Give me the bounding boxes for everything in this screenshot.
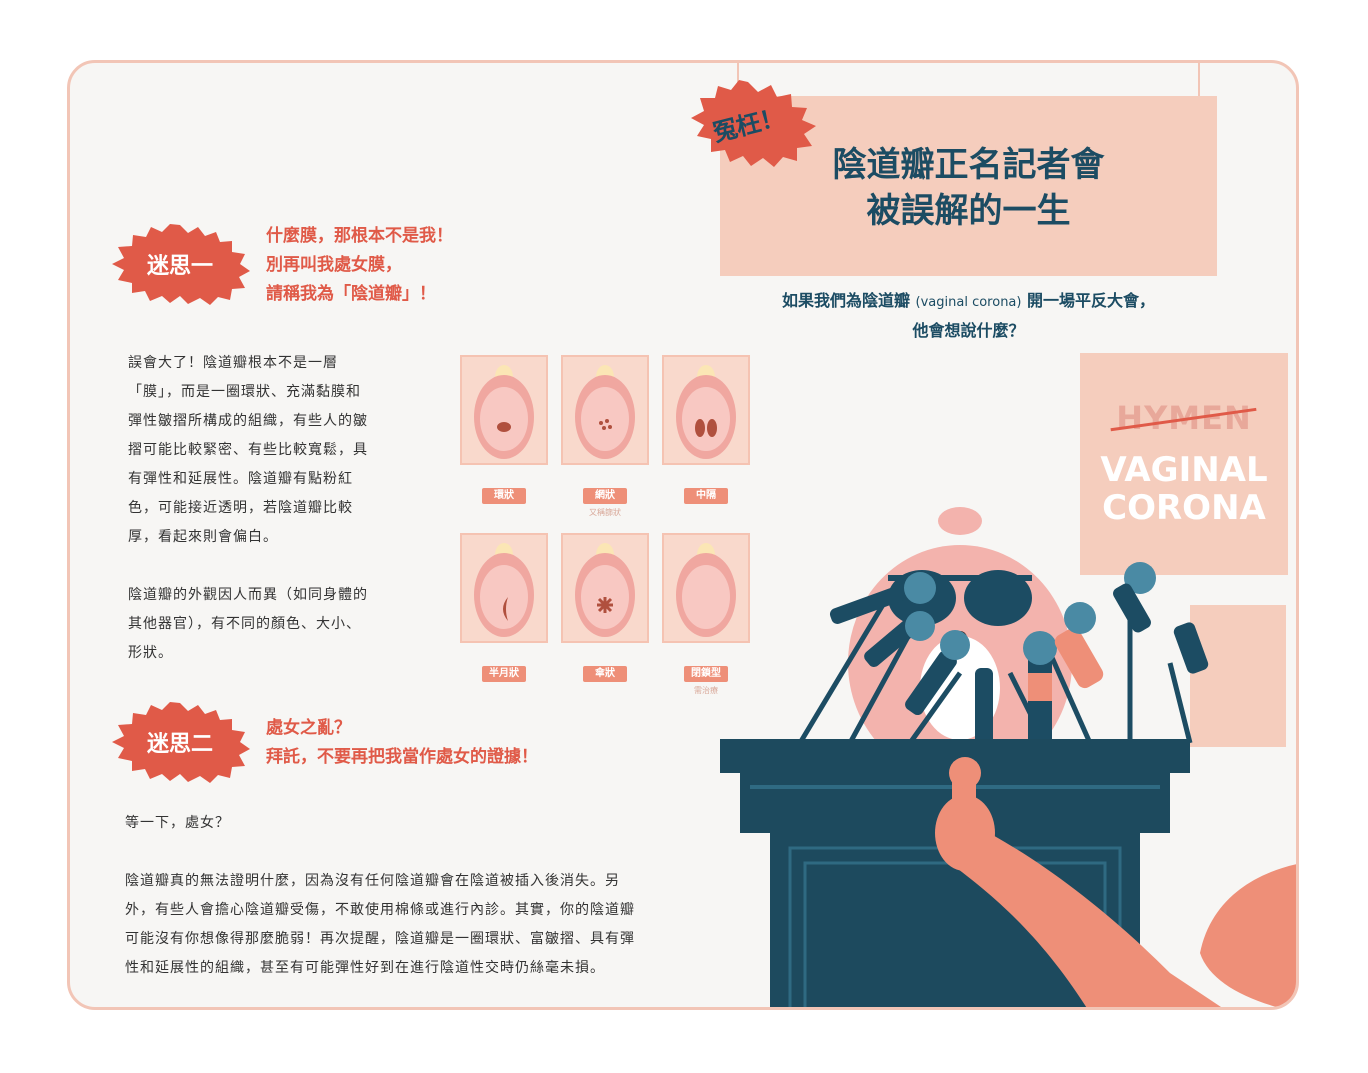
myth2-badge-burst: [112, 702, 250, 783]
diagram-tag: 環狀: [482, 488, 526, 504]
text-line: 其他器官），有不同的顏色、大小、: [128, 616, 361, 632]
text-line: 陰道瓣的外觀因人而異（如同身體的: [128, 587, 368, 603]
poster-title: VAGINAL CORONA: [1080, 451, 1288, 527]
myth1-heading: 什麼膜，那根本不是我！ 別再叫我處女膜， 請稱我為「陰道瓣」！: [266, 222, 453, 309]
text-line: 厚，看起來則會偏白。: [128, 529, 278, 545]
text-line: 「膜」，而是一圈環狀、充滿黏膜和: [128, 384, 361, 400]
text-line: 可能沒有你想像得那麼脆弱！再次提醒，陰道瓣是一圈環狀、富皺摺、具有彈: [125, 931, 635, 947]
text-line: 誤會大了！陰道瓣根本不是一層: [128, 355, 338, 371]
text-line: 色，可能接近透明，若陰道瓣比較: [128, 500, 353, 516]
myth1-heading-line: 別再叫我處女膜，: [266, 255, 402, 275]
diagram-tag: 網狀: [583, 488, 627, 504]
text-line: 摺可能比較緊密、有些比較寬鬆，具: [128, 442, 368, 458]
hanging-wire-left: [737, 63, 739, 99]
subtitle-post: 開一場平反大會，: [1027, 291, 1156, 310]
diagram-tag: 閉鎖型: [684, 666, 728, 682]
myth1-badge-burst: [112, 224, 250, 305]
poster-line-2: CORONA: [1102, 488, 1266, 528]
subtitle-line-1: 如果我們為陰道瓣 (vaginal corona) 開一場平反大會，: [720, 287, 1217, 317]
diagram-tag: 中隔: [684, 488, 728, 504]
poster: HYMEN VAGINAL CORONA: [1080, 353, 1288, 575]
myth2-heading-line: 處女之亂？: [266, 718, 351, 738]
hanging-wire-right: [1198, 63, 1200, 99]
text-line: 陰道瓣真的無法證明什麼，因為沒有任何陰道瓣會在陰道被插入後消失。另: [125, 873, 620, 889]
title-line-1: 陰道瓣正名記者會: [832, 145, 1105, 185]
wall-frame: [1190, 605, 1286, 747]
myth2-intro: 等一下，處女？: [125, 815, 230, 831]
subtitle: 如果我們為陰道瓣 (vaginal corona) 開一場平反大會， 他會想說什…: [720, 287, 1217, 345]
myth2-badge: 迷思二: [146, 732, 213, 757]
myth1-heading-line: 請稱我為「陰道瓣」！: [266, 284, 436, 304]
poster-struck-word: HYMEN: [1116, 399, 1252, 437]
poster-line-1: VAGINAL: [1100, 450, 1268, 490]
page-title: 陰道瓣正名記者會 被誤解的一生: [720, 142, 1217, 234]
diagram-note: 需治療: [694, 686, 718, 695]
myth1-paragraph-1: 誤會大了！陰道瓣根本不是一層 「膜」，而是一圈環狀、充滿黏膜和 彈性皺摺所構成的…: [128, 349, 408, 552]
text-line: 彈性皺摺所構成的組織，有些人的皺: [128, 413, 368, 429]
subtitle-pre: 如果我們為陰道瓣: [781, 291, 910, 310]
infographic-card: 陰道瓣正名記者會 被誤解的一生 冤枉！ 如果我們為陰道瓣 (vaginal co…: [67, 60, 1299, 1010]
myth2-heading: 處女之亂？ 拜託，不要再把我當作處女的證據！: [266, 714, 538, 772]
myth1-badge: 迷思一: [146, 254, 213, 279]
diagram-tag: 傘狀: [583, 666, 627, 682]
title-line-2: 被誤解的一生: [866, 191, 1071, 231]
myth1-paragraph-2: 陰道瓣的外觀因人而異（如同身體的 其他器官），有不同的顏色、大小、 形狀。: [128, 581, 408, 668]
myth1-heading-line: 什麼膜，那根本不是我！: [266, 226, 453, 246]
press-conference-illustration: [720, 507, 1296, 1007]
subtitle-line-2: 他會想說什麼？: [912, 321, 1025, 340]
stamp-burst: [691, 80, 816, 167]
text-line: 有彈性和延展性。陰道瓣有點粉紅: [128, 471, 353, 487]
subtitle-english: (vaginal corona): [915, 295, 1022, 310]
myth2-heading-line: 拜託，不要再把我當作處女的證據！: [266, 747, 538, 767]
diagram-note: 又稱篩狀: [589, 508, 621, 517]
text-line: 性和延展性的組織，甚至有可能彈性好到在進行陰道性交時仍絲毫未損。: [125, 960, 605, 976]
text-line: 形狀。: [128, 645, 173, 661]
diagram-tag: 半月狀: [482, 666, 526, 682]
diagram-illustrations: [474, 365, 736, 637]
text-line: 外，有些人會擔心陰道瓣受傷，不敢使用棉條或進行內診。其實，你的陰道瓣: [125, 902, 635, 918]
myth2-paragraph: 陰道瓣真的無法證明什麼，因為沒有任何陰道瓣會在陰道被插入後消失。另 外，有些人會…: [125, 867, 715, 983]
